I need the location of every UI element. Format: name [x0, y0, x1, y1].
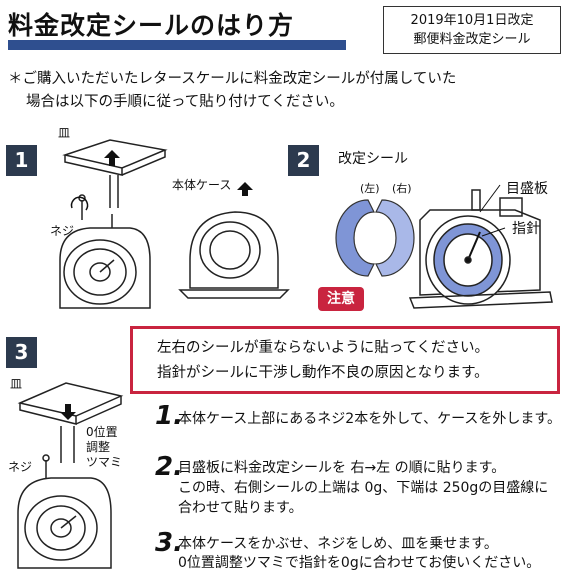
- step-3-zero-label-3: ツマミ: [86, 455, 123, 469]
- revision-subject: 郵便料金改定シール: [413, 32, 531, 47]
- caution-line1: 左右のシールが重ならないように貼ってください。: [157, 340, 490, 356]
- step-2-illustration: [335, 184, 553, 309]
- title-underline-bar: [8, 40, 346, 50]
- revision-date: 2019年10月1日改定: [410, 13, 534, 28]
- caution-line2: 指針がシールに干渉し動作不良の原因となります。: [157, 365, 489, 381]
- step-3-screw-label: ネジ: [8, 460, 33, 474]
- step-3-illustration: [17, 382, 124, 569]
- caution-tag: 注意: [318, 287, 364, 311]
- step-3-zero-label-2: 調整: [86, 440, 111, 454]
- page-title: 料金改定シールのはり方: [8, 11, 295, 40]
- step-2-badge: 2: [288, 145, 319, 176]
- intro-note-line1: ＊ご購入いただいたレタースケールに料金改定シールが付属していた: [8, 71, 457, 87]
- step-2-right-label: (右): [392, 182, 412, 195]
- instruction-2-line1: 目盛板に料金改定シールを 右→左 の順に貼ります。: [178, 460, 506, 476]
- instruction-2-line3: 合わせて貼ります。: [178, 500, 303, 516]
- step-1-screw-label: ネジ: [50, 224, 75, 238]
- step-3-zero-label-1: 0位置: [86, 425, 118, 439]
- step-3-badge: 3: [6, 337, 37, 368]
- revision-date-box: 2019年10月1日改定 郵便料金改定シール: [383, 6, 561, 54]
- caution-box: 左右のシールが重ならないように貼ってください。 指針がシールに干渉し動作不良の原…: [130, 326, 560, 394]
- step-3-plate-label: 皿: [10, 377, 23, 391]
- intro-note-line2: 場合は以下の手順に従って貼り付けてください。: [26, 94, 344, 110]
- step-1-plate-label: 皿: [58, 126, 71, 140]
- step-1-illustration: [59, 139, 290, 309]
- instruction-1-number: 1.: [155, 401, 183, 431]
- instruction-3-line2: 0位置調整ツマミで指針を0gに合わせてお使いください。: [178, 555, 541, 571]
- step-2-dial-label: 目盛板: [506, 181, 548, 197]
- instruction-3-line1: 本体ケースをかぶせ、ネジをしめ、皿を乗せます。: [178, 536, 498, 552]
- step-1-badge: 1: [6, 145, 37, 176]
- instruction-3-number: 3.: [155, 528, 183, 558]
- step-2-left-label: (左): [360, 182, 380, 195]
- instruction-2-number: 2.: [155, 452, 183, 482]
- step-2-sticker-label: 改定シール: [338, 151, 408, 167]
- instruction-2-line2: この時、右側シールの上端は 0g、下端は 250gの目盛線に: [178, 480, 549, 496]
- instruction-1-line1: 本体ケース上部にあるネジ2本を外して、ケースを外します。: [178, 411, 561, 427]
- step-2-needle-label: 指針: [512, 221, 540, 237]
- step-1-case-label: 本体ケース: [172, 178, 232, 192]
